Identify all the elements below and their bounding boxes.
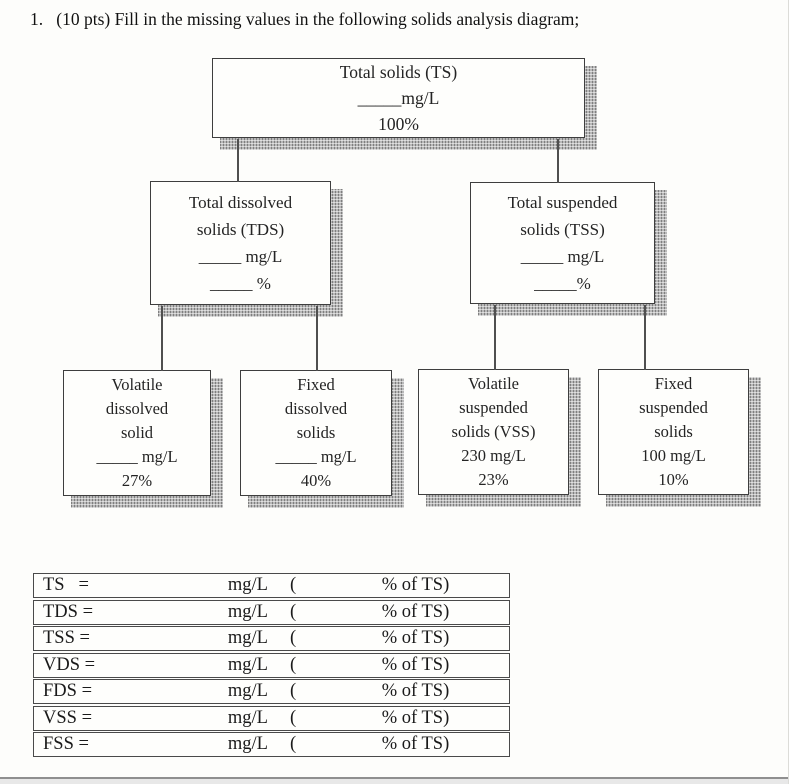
- row-unit: mg/L: [227, 628, 268, 648]
- node-line-percent: 10%: [658, 470, 689, 489]
- node-line-value: 100 mg/L: [641, 446, 706, 465]
- node-line-blank-percent: _____ %: [210, 274, 271, 293]
- row-label: VDS =: [43, 654, 96, 675]
- node-line-blank-mgl: _____ mg/L: [275, 447, 357, 466]
- node-total-suspended-solids: Total suspended solids (TSS) _____ mg/L …: [470, 182, 655, 304]
- answer-table: TS = mg/L ( % of TS) TDS = mg/L ( % of T…: [33, 573, 510, 759]
- row-percent-of-ts: % of TS): [381, 628, 450, 648]
- table-row-tss: TSS = mg/L ( % of TS): [33, 626, 510, 651]
- node-line: suspended: [639, 398, 708, 417]
- row-paren: (: [290, 681, 297, 701]
- row-percent-of-ts: % of TS): [381, 654, 450, 675]
- node-line-percent: 23%: [478, 470, 509, 489]
- row-paren: (: [290, 707, 297, 728]
- node-line-blank-percent: _____%: [534, 274, 591, 293]
- node-volatile-dissolved-solid: Volatile dissolved solid _____ mg/L 27%: [63, 370, 211, 496]
- question-title: 1. (10 pts) Fill in the missing values i…: [30, 9, 580, 29]
- table-row-ts: TS = mg/L ( % of TS): [33, 573, 510, 598]
- row-unit: mg/L: [227, 575, 268, 595]
- connector-tds-fds: [316, 306, 318, 371]
- node-line: Total dissolved: [188, 193, 293, 212]
- table-row-fds: FDS = mg/L ( % of TS): [33, 679, 510, 704]
- table-row-vds: VDS = mg/L ( % of TS): [33, 652, 510, 678]
- node-fixed-suspended-solids: Fixed suspended solids 100 mg/L 10%: [598, 369, 749, 495]
- node-total-solids: Total solids (TS) _____mg/L 100%: [212, 58, 585, 138]
- node-line-blank-mgl: _____mg/L: [357, 88, 440, 108]
- node-line: solids (TDS): [196, 220, 285, 239]
- node-line-percent: 27%: [121, 471, 153, 490]
- row-percent-of-ts: % of TS): [381, 601, 450, 622]
- node-line-percent: 40%: [300, 471, 332, 490]
- node-fixed-dissolved-solids: Fixed dissolved solids _____ mg/L 40%: [240, 370, 392, 496]
- node-line-blank-mgl: _____ mg/L: [198, 247, 283, 266]
- table-row-tds: TDS = mg/L ( % of TS): [33, 599, 510, 625]
- connector-tss-vss: [494, 305, 496, 370]
- connector-tds-vds: [161, 306, 163, 371]
- node-line-blank-mgl: _____ mg/L: [520, 247, 605, 266]
- node-line: suspended: [459, 398, 528, 417]
- node-line: Total solids (TS): [339, 62, 458, 82]
- connector-ts-tss: [557, 139, 559, 183]
- row-percent-of-ts: % of TS): [381, 681, 450, 701]
- node-total-dissolved-solids: Total dissolved solids (TDS) _____ mg/L …: [150, 181, 331, 305]
- node-line: Volatile: [111, 375, 163, 394]
- node-line: Fixed: [654, 374, 693, 393]
- node-line: solids (TSS): [520, 220, 605, 239]
- row-label: FDS =: [43, 681, 92, 701]
- node-line: Volatile: [467, 374, 520, 393]
- node-line: dissolved: [105, 399, 169, 418]
- row-unit: mg/L: [227, 654, 268, 675]
- row-percent-of-ts: % of TS): [381, 575, 450, 595]
- row-percent-of-ts: % of TS): [381, 734, 450, 754]
- row-unit: mg/L: [227, 601, 268, 622]
- scan-edge-bottom: [0, 777, 789, 784]
- node-line: Total suspended: [507, 193, 618, 212]
- node-line: solid: [120, 423, 154, 442]
- table-row-vss: VSS = mg/L ( % of TS): [33, 705, 510, 731]
- row-paren: (: [290, 654, 297, 675]
- node-line: solids: [296, 423, 336, 442]
- table-row-fss: FSS = mg/L ( % of TS): [33, 732, 510, 757]
- node-line-percent: 100%: [378, 114, 419, 134]
- node-line: dissolved: [284, 399, 348, 418]
- row-paren: (: [290, 734, 297, 754]
- row-unit: mg/L: [227, 681, 268, 701]
- row-label: TSS =: [43, 628, 90, 648]
- row-label: TDS =: [43, 601, 94, 622]
- row-unit: mg/L: [227, 707, 268, 728]
- connector-tss-fss: [644, 305, 646, 370]
- row-paren: (: [290, 628, 297, 648]
- row-label: TS =: [43, 575, 89, 595]
- row-paren: (: [290, 575, 297, 595]
- row-paren: (: [290, 601, 297, 622]
- node-line: Fixed: [297, 375, 335, 394]
- node-line: solids: [654, 422, 693, 441]
- connector-ts-tds: [237, 139, 239, 182]
- node-line-blank-mgl: _____ mg/L: [96, 447, 178, 466]
- node-line: solids (VSS): [451, 422, 536, 441]
- row-label: VSS =: [43, 707, 92, 728]
- row-percent-of-ts: % of TS): [381, 707, 450, 728]
- node-line-value: 230 mg/L: [461, 446, 526, 465]
- node-volatile-suspended-solids: Volatile suspended solids (VSS) 230 mg/L…: [418, 369, 569, 495]
- row-label: FSS =: [43, 734, 89, 754]
- row-unit: mg/L: [227, 734, 268, 754]
